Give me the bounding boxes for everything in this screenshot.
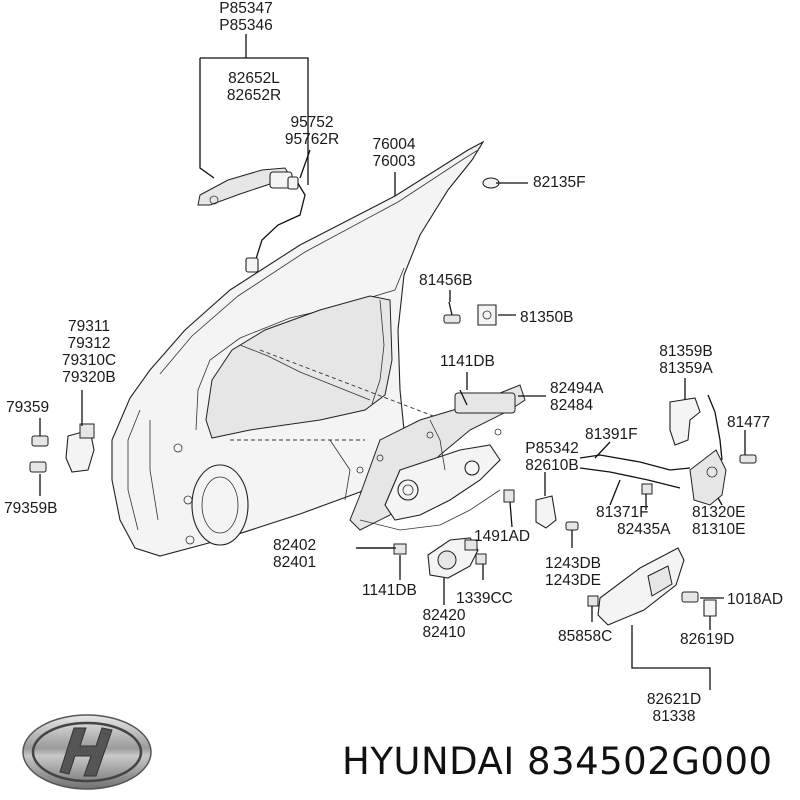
part-number: 81320E bbox=[692, 504, 746, 521]
label-p85342-82610b: P85342 82610B bbox=[525, 440, 578, 474]
label-81350b: 81350B bbox=[520, 309, 574, 326]
part-number: P85342 bbox=[525, 440, 579, 457]
part-number: P85347 bbox=[219, 0, 273, 17]
label-81371f: 81371F bbox=[596, 504, 649, 521]
part-number: 82420 bbox=[422, 607, 466, 624]
hyundai-logo-icon bbox=[22, 714, 152, 790]
label-81359b-81359a: 81359B 81359A bbox=[659, 343, 712, 377]
window-regulator bbox=[349, 384, 526, 531]
part-number: 82401 bbox=[273, 554, 317, 571]
regulator-motor bbox=[427, 537, 479, 579]
part-number: 81359B bbox=[659, 343, 713, 360]
part-number: 82402 bbox=[273, 537, 317, 554]
label-p85347-p85346: P85347 P85346 bbox=[219, 0, 272, 34]
label-1491ad: 1491AD bbox=[474, 528, 531, 545]
part-number: 82610B bbox=[525, 457, 579, 474]
part-number: 81338 bbox=[652, 708, 696, 725]
label-82135f: 82135F bbox=[533, 174, 586, 191]
part-number: 76004 bbox=[372, 136, 416, 153]
part-number: 82621D bbox=[646, 691, 702, 708]
outside-handle bbox=[197, 167, 293, 206]
label-79359: 79359 bbox=[6, 399, 50, 416]
inside-handle bbox=[587, 547, 717, 626]
label-82619d: 82619D bbox=[680, 631, 735, 648]
label-1141db-bottom: 1141DB bbox=[362, 582, 417, 599]
brand-caption: HYUNDAI 834502G000 bbox=[342, 740, 773, 783]
label-95752-95762r: 95752 95762R bbox=[285, 114, 339, 148]
part-number: 79311 bbox=[68, 318, 110, 335]
part-number: 1243DB bbox=[544, 555, 602, 572]
label-82621d-81338: 82621D 81338 bbox=[647, 691, 701, 725]
label-1141db-top: 1141DB bbox=[440, 353, 495, 370]
part-number: 82494A bbox=[550, 380, 604, 397]
part-number: 95752 bbox=[290, 114, 334, 131]
label-76004-76003: 76004 76003 bbox=[372, 136, 415, 170]
part-number: 81310E bbox=[692, 521, 746, 538]
label-79359b: 79359B bbox=[4, 500, 58, 517]
part-number: 82410 bbox=[422, 624, 466, 641]
label-81477: 81477 bbox=[727, 414, 771, 431]
label-82494a-82484: 82494A 82484 bbox=[550, 380, 603, 414]
label-82420-82410: 82420 82410 bbox=[422, 607, 465, 641]
part-number: 82652L bbox=[228, 70, 280, 87]
part-number: 95762R bbox=[284, 131, 340, 148]
label-1243db-1243de: 1243DB 1243DE bbox=[545, 555, 601, 589]
handle-wiring bbox=[245, 176, 306, 273]
label-hinge-group: 79311 79312 79310C 79320B bbox=[62, 318, 116, 386]
label-1339cc: 1339CC bbox=[456, 590, 513, 607]
part-number: P85346 bbox=[219, 17, 273, 34]
part-number: 81359A bbox=[659, 360, 713, 377]
label-81320e-81310e: 81320E 81310E bbox=[692, 504, 745, 538]
label-1018ad: 1018AD bbox=[727, 591, 784, 608]
label-82435a: 82435A bbox=[617, 521, 671, 538]
label-81456b: 81456B bbox=[419, 272, 473, 289]
part-number: 76003 bbox=[372, 153, 416, 170]
label-82402-82401: 82402 82401 bbox=[273, 537, 316, 571]
part-number: 1243DE bbox=[544, 572, 602, 589]
part-number: 82652R bbox=[226, 87, 282, 104]
label-81391f: 81391F bbox=[585, 426, 638, 443]
part-number: 79320B bbox=[62, 369, 116, 386]
door-hinge bbox=[29, 423, 95, 473]
part-number: 79312 bbox=[67, 335, 111, 352]
door-latch bbox=[669, 394, 757, 506]
part-number: 79310C bbox=[61, 352, 117, 369]
label-82652l-82652r: 82652L 82652R bbox=[227, 70, 281, 104]
label-85858c: 85858C bbox=[558, 628, 613, 645]
leader-lines bbox=[39, 34, 746, 690]
part-number: 82484 bbox=[550, 397, 594, 414]
bolt-striker bbox=[443, 301, 497, 326]
